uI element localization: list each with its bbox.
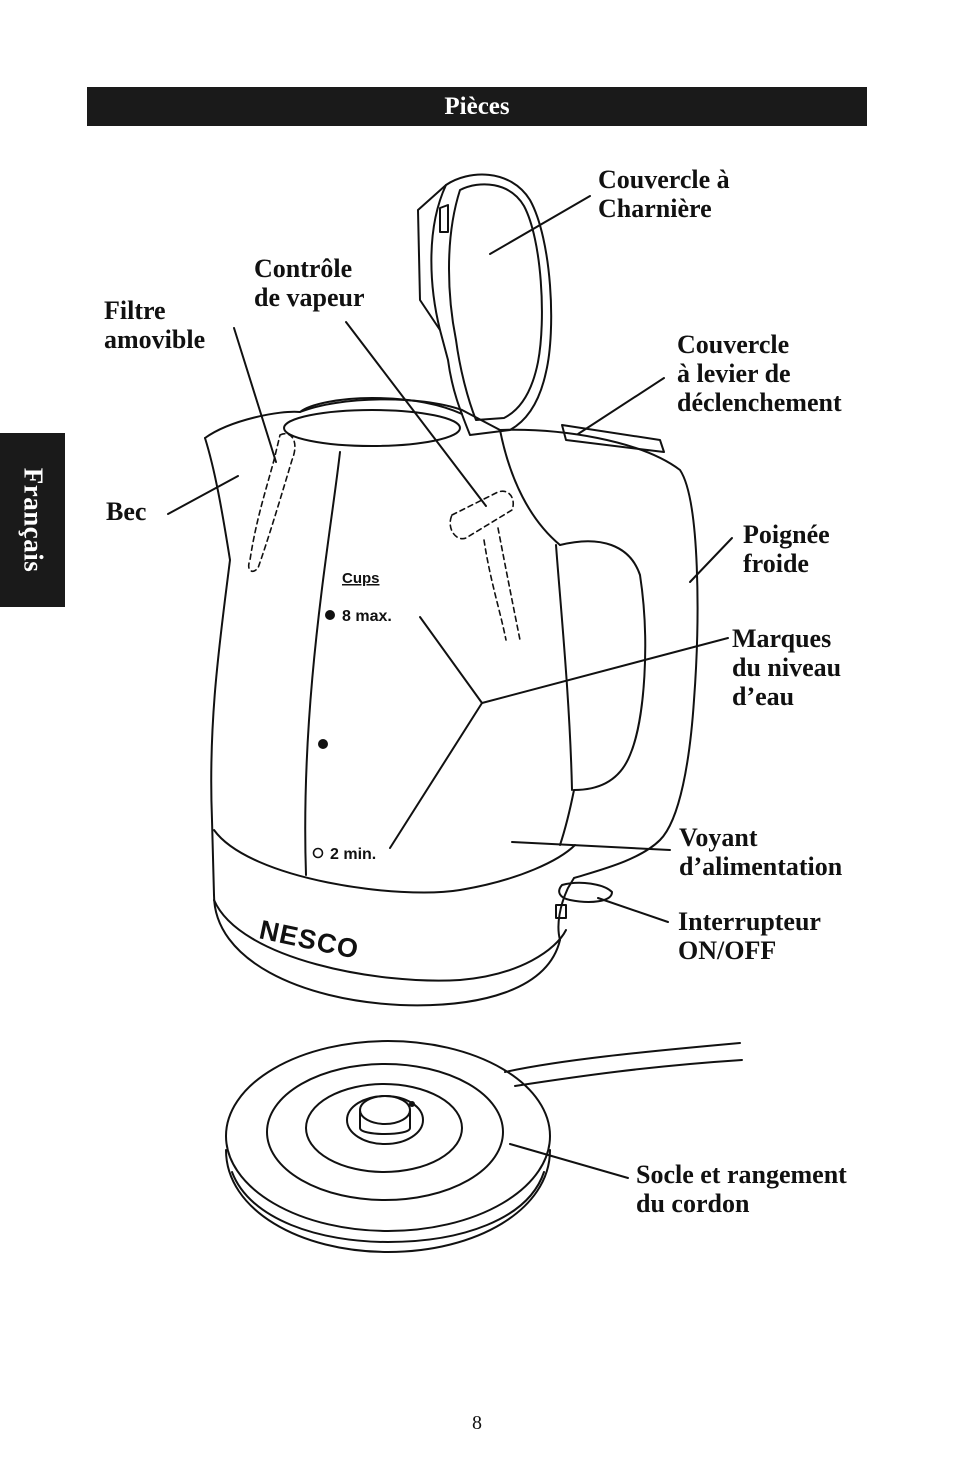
min-mark-label: 2 min. xyxy=(330,846,376,863)
page-number: 8 xyxy=(472,1412,482,1434)
max-mark-label: 8 max. xyxy=(342,608,392,625)
brand-logo-text: NESCO xyxy=(257,915,362,965)
hinged-lid-drawing xyxy=(417,173,553,436)
kettle-body-drawing xyxy=(204,397,699,1007)
base-drawing xyxy=(225,1040,743,1253)
cups-label: Cups xyxy=(342,570,380,587)
section-title: Pièces xyxy=(444,92,510,120)
label-spout: Bec xyxy=(106,497,147,526)
language-tab: Français xyxy=(0,433,65,607)
leader-lines xyxy=(167,195,733,1179)
section-header: Pièces xyxy=(87,87,867,126)
